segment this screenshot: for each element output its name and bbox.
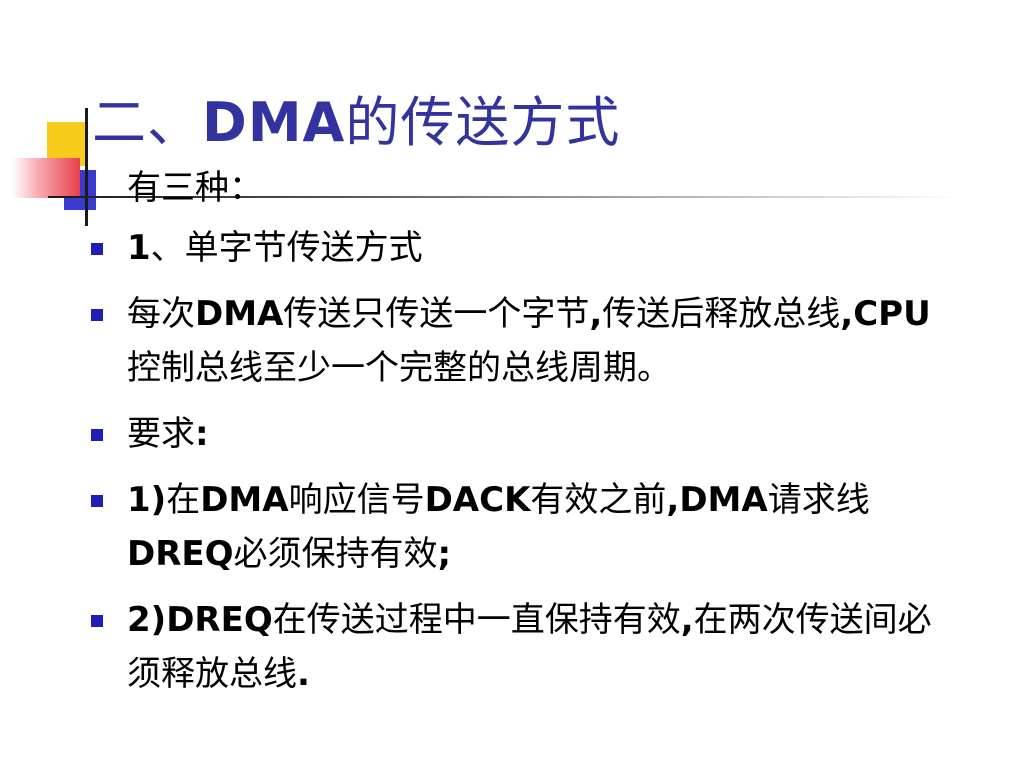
- slide-title: 二、DMA的传送方式: [92, 78, 620, 157]
- bullet-text-segment: 在两次传送间必须释放总线: [127, 600, 932, 694]
- bullet-text-segment: 1: [127, 228, 151, 268]
- bullet-text-segment: 1): [127, 480, 167, 520]
- bullet-text-segment: 有效之前: [530, 480, 667, 520]
- intro-text: 有三种：: [127, 168, 263, 208]
- bullet-text-segment: 在: [166, 480, 201, 520]
- bullet-text-segment: 请求线: [767, 480, 870, 520]
- bullet-square-icon: [91, 615, 103, 627]
- bullet-text: 1)在DMA响应信号DACK有效之前,DMA请求线 DREQ必须保持有效;: [127, 480, 870, 574]
- title-prefix: 二、: [92, 91, 202, 154]
- title-acronym: DMA: [202, 91, 346, 154]
- bullet-text: 1、单字节传送方式: [127, 228, 423, 268]
- bullet-text: 每次DMA传送只传送一个字节,传送后释放总线,CPU 控制总线至少一个完整的总线周…: [127, 294, 931, 388]
- bullet-text-segment: DMA: [200, 480, 289, 520]
- bullet-text-segment: 必须保持有效: [233, 534, 438, 574]
- bullet-text-segment: 在传送过程中一直保持有效: [272, 600, 681, 640]
- bullet-square-icon: [91, 495, 103, 507]
- bullet-item: 要求:: [88, 407, 948, 461]
- bullet-text-segment: 要求: [127, 414, 195, 454]
- bullet-item: 1、单字节传送方式: [88, 221, 948, 275]
- bullet-text-segment: 传送后释放总线: [602, 294, 841, 334]
- bullet-item: 1)在DMA响应信号DACK有效之前,DMA请求线 DREQ必须保持有效;: [88, 473, 948, 581]
- bullet-text-segment: 传送只传送一个字节: [283, 294, 590, 334]
- bullet-text-segment: 、单字节传送方式: [150, 228, 423, 268]
- bullet-item: 2)DREQ在传送过程中一直保持有效,在两次传送间必须释放总线.: [88, 593, 948, 701]
- bullet-text-segment: ;: [437, 534, 452, 574]
- bullet-item: 每次DMA传送只传送一个字节,传送后释放总线,CPU 控制总线至少一个完整的总线周…: [88, 287, 948, 395]
- bullet-text-segment: ,: [680, 600, 694, 640]
- bullet-text-segment: 2)DREQ: [127, 600, 273, 640]
- title-underline: [48, 196, 960, 198]
- bullet-text-segment: ,DMA: [666, 480, 768, 520]
- bullet-text-segment: .: [297, 654, 310, 694]
- bullet-text-segment: ,: [589, 294, 603, 334]
- bullet-text-segment: DREQ: [127, 534, 234, 574]
- bullet-text-segment: 控制总线至少一个完整的总线周期。: [127, 348, 671, 388]
- bullet-text: 要求:: [127, 414, 209, 454]
- decor-vertical-line: [85, 108, 88, 226]
- bullet-text: 2)DREQ在传送过程中一直保持有效,在两次传送间必须释放总线.: [127, 600, 932, 694]
- bullet-text-segment: 响应信号: [288, 480, 425, 520]
- bullet-square-icon: [91, 243, 103, 255]
- decor-red-gradient: [12, 158, 80, 198]
- bullet-list: 1、单字节传送方式每次DMA传送只传送一个字节,传送后释放总线,CPU控制总线至…: [88, 221, 948, 713]
- bullet-text-segment: DACK: [424, 480, 531, 520]
- title-suffix: 的传送方式: [345, 91, 621, 154]
- bullet-text-segment: DMA: [195, 294, 284, 334]
- bullet-square-icon: [91, 429, 103, 441]
- bullet-text-segment: 每次: [127, 294, 195, 334]
- bullet-square-icon: [91, 309, 103, 321]
- bullet-text-segment: :: [195, 414, 209, 454]
- bullet-text-segment: ,CPU: [840, 294, 931, 334]
